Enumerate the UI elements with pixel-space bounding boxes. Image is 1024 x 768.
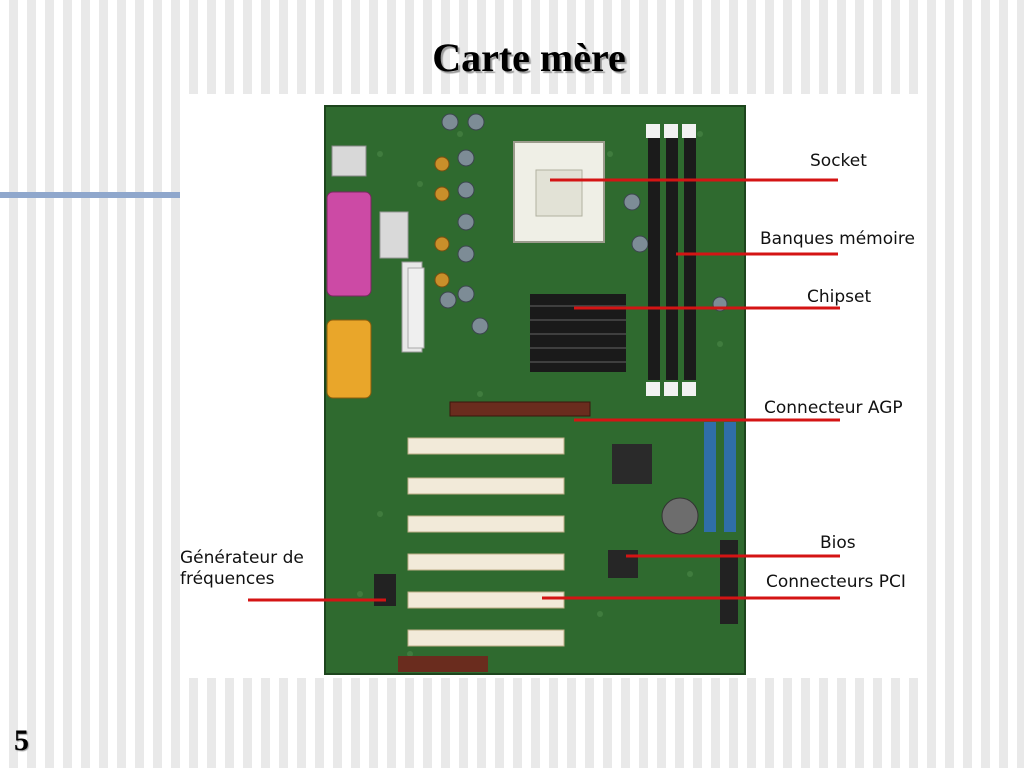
- ide-connector-2: [724, 422, 736, 532]
- label-clock-generator: Générateur de fréquences: [180, 548, 304, 589]
- bios-chip: [608, 550, 638, 578]
- pci-slot-3: [407, 515, 565, 533]
- memory-slot-1: [648, 138, 660, 380]
- title-accent-bar: [0, 192, 180, 198]
- pci-slot-6: [407, 629, 565, 647]
- memory-slot-2: [666, 138, 678, 380]
- ide-connector-1: [704, 422, 716, 532]
- label-bios: Bios: [820, 533, 856, 553]
- motherboard-figure: Socket Banques mémoire Chipset Connecteu…: [180, 94, 923, 678]
- pci-slot-1: [407, 437, 565, 455]
- pci-slot-4: [407, 553, 565, 571]
- clock-generator-chip: [374, 574, 396, 606]
- agp-slot: [449, 401, 591, 417]
- label-socket: Socket: [810, 151, 867, 171]
- parallel-port: [326, 191, 372, 297]
- label-pci: Connecteurs PCI: [766, 572, 906, 592]
- cmos-battery: [661, 497, 699, 535]
- isa-slot: [398, 656, 488, 672]
- slide-number: 5: [14, 724, 29, 757]
- pci-slot-2: [407, 477, 565, 495]
- label-chipset: Chipset: [807, 287, 872, 307]
- usb-port: [331, 145, 367, 177]
- label-agp: Connecteur AGP: [764, 398, 903, 418]
- slide-title: Carte mère: [432, 35, 626, 80]
- pointer-lines: [248, 178, 840, 602]
- southbridge-chip: [612, 444, 652, 484]
- serial-port: [326, 319, 372, 399]
- memory-slot-3: [684, 138, 696, 380]
- pci-slot-5: [407, 591, 565, 609]
- label-memory-banks: Banques mémoire: [760, 229, 915, 249]
- motherboard-illustration: [248, 105, 840, 675]
